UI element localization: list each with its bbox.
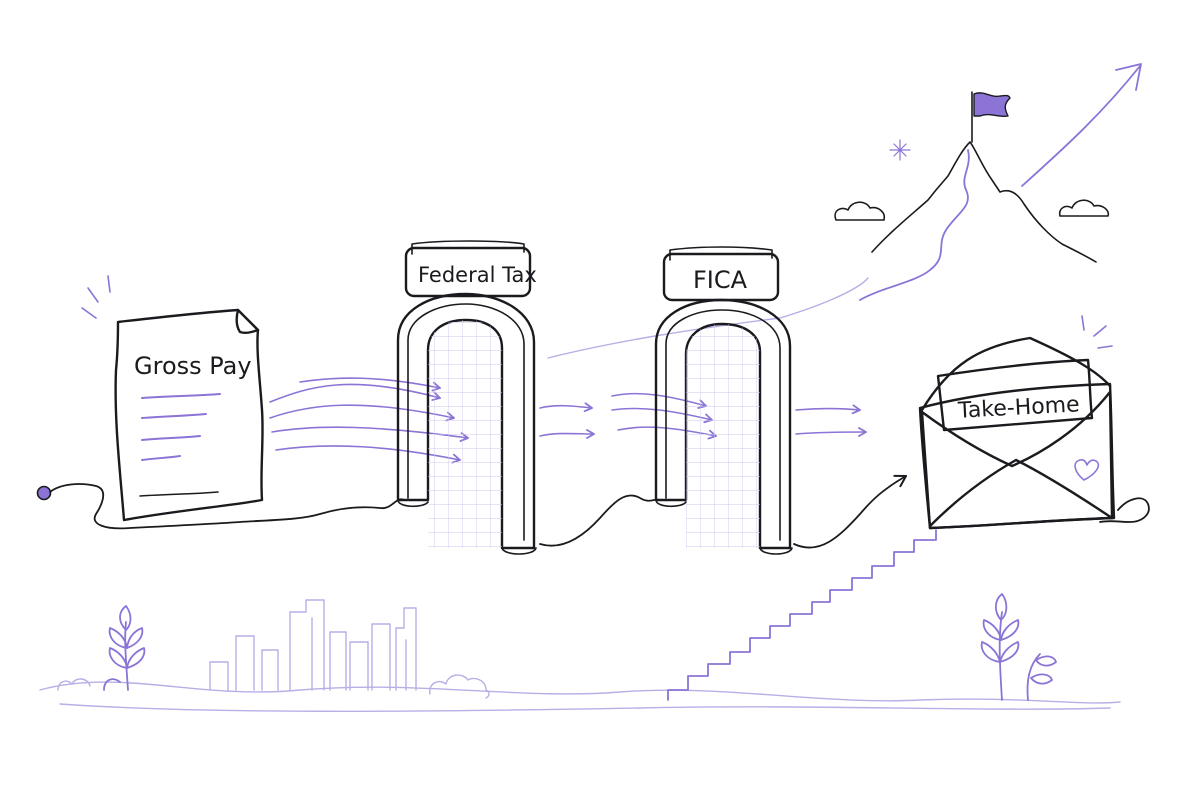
cloud-icon [834, 201, 886, 221]
sparkle-icon [889, 139, 911, 161]
plant-icon [980, 593, 1057, 701]
income-flow-arrows [269, 377, 469, 464]
plant-icon [103, 605, 146, 691]
net-flow-arrows [795, 404, 867, 437]
fica-sign [662, 252, 780, 302]
emphasis-lines [81, 275, 111, 319]
gross-pay-label: Gross Pay [134, 352, 252, 380]
heart-icon [1074, 459, 1100, 481]
flag-icon [971, 91, 1011, 143]
federal-tax-gate: Federal Tax [396, 240, 537, 555]
city-skyline-icon [209, 599, 417, 691]
flow-path [36, 474, 1150, 549]
mountain-icon [547, 141, 1097, 359]
cloud-icon [1058, 199, 1110, 217]
fica-label: FICA [693, 266, 748, 294]
emphasis-lines [1081, 315, 1113, 349]
federal-tax-sign [404, 246, 532, 298]
start-dot [36, 485, 52, 501]
take-home-envelope: Take-Home [918, 315, 1116, 530]
staircase-icon [667, 529, 937, 701]
ground-landscape [39, 681, 1121, 712]
take-home-card [936, 358, 1094, 432]
growth-arrow-icon [1021, 63, 1142, 187]
bush-icon [57, 678, 91, 691]
federal-tax-label: Federal Tax [418, 263, 537, 287]
fica-gate: FICA [654, 246, 793, 555]
gross-pay-document: Gross Pay [81, 275, 264, 522]
bush-icon [429, 674, 490, 699]
take-home-label: Take-Home [956, 392, 1080, 423]
